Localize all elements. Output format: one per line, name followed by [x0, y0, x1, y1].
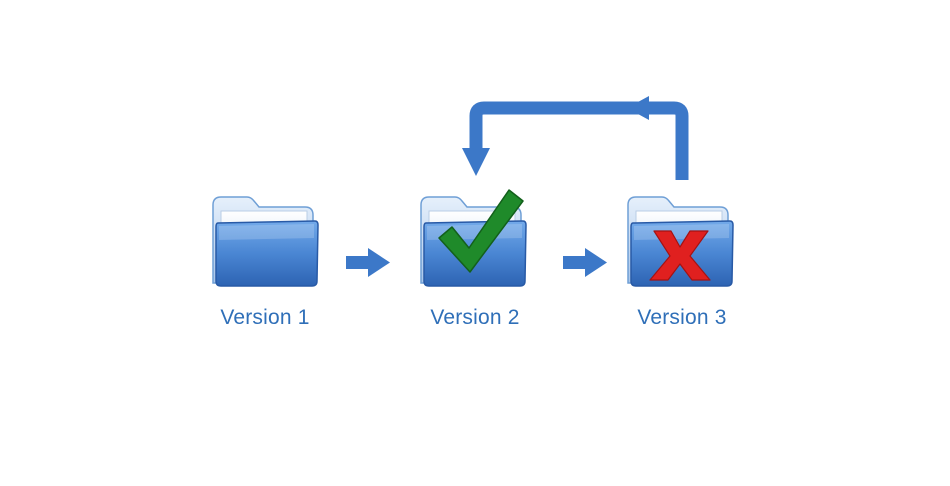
cross-icon	[649, 230, 711, 281]
arrow-right-icon-2	[563, 248, 607, 277]
check-icon	[438, 189, 524, 273]
version-1-label: Version 1	[220, 306, 310, 329]
arrow-right-icon-1	[346, 248, 390, 277]
version-2-label: Version 2	[430, 306, 520, 329]
version-3-label: Version 3	[637, 306, 727, 329]
folder-icon-version-3	[627, 196, 734, 287]
loop-back-arrow-icon	[462, 96, 689, 180]
folder-icon-version-1	[212, 196, 319, 287]
